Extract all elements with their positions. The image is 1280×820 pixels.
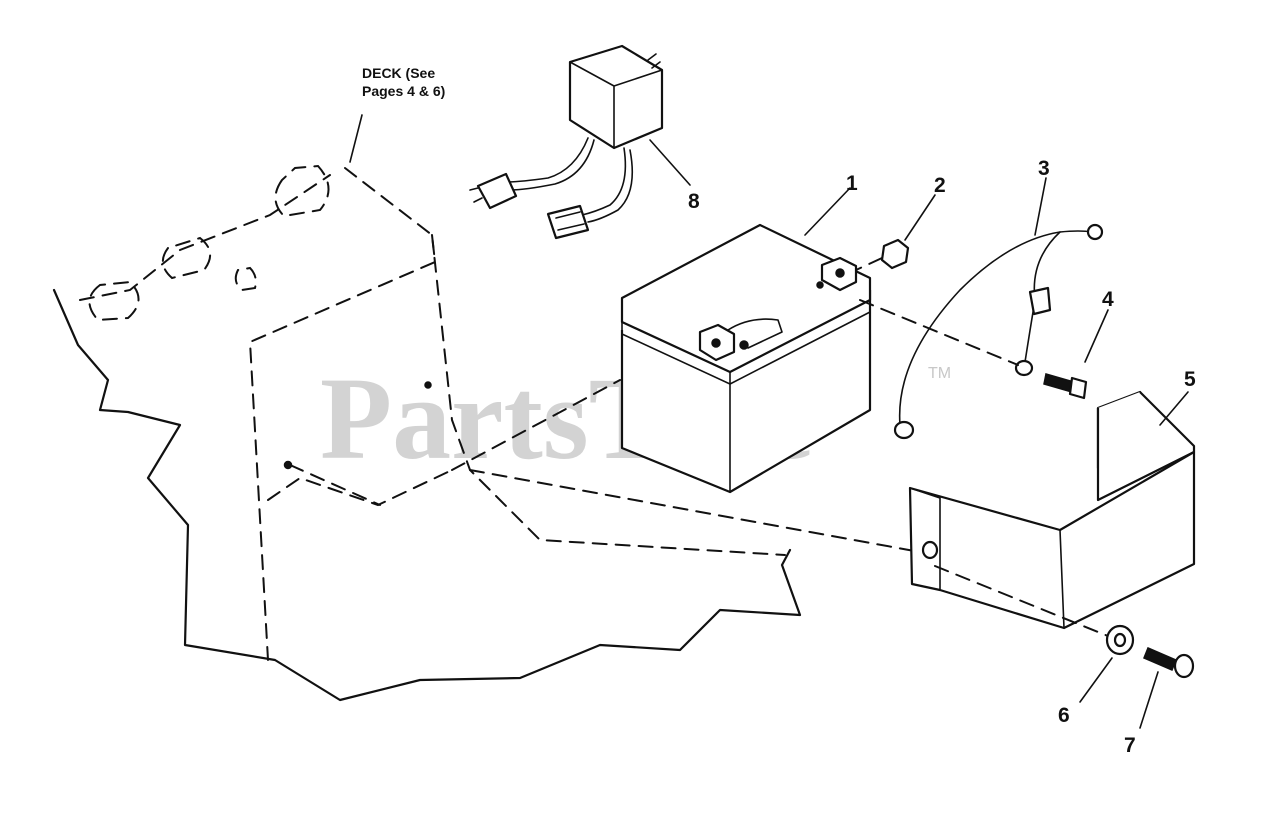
mount-line-b — [451, 379, 621, 471]
leader-3 — [1034, 177, 1047, 236]
bracket-floor — [908, 450, 1196, 630]
callout-5: 5 — [1184, 368, 1196, 391]
callout-6: 6 — [1058, 704, 1070, 727]
chassis-dashed-left — [248, 167, 437, 661]
part-6-washer — [1105, 624, 1135, 656]
deck-dashed-rail — [79, 174, 331, 301]
deck-lug-2 — [161, 236, 211, 280]
cable-ring-mid — [1014, 359, 1034, 377]
bolt-7-shank — [1143, 647, 1177, 671]
leader-2 — [904, 194, 936, 241]
leader-4 — [1084, 309, 1109, 363]
bracket-dashed-to-washer — [934, 565, 1109, 637]
bolt-7-head — [1173, 653, 1195, 679]
terminal-positive-hole — [835, 268, 845, 278]
bracket-edges — [909, 487, 1065, 629]
part-1-battery — [620, 223, 872, 494]
ac-plug — [476, 172, 518, 210]
callout-1: 1 — [846, 172, 858, 195]
deck-lug-3 — [274, 164, 330, 218]
callout-8: 8 — [688, 190, 700, 213]
deck-frame — [52, 164, 921, 702]
deck-label: DECK (See Pages 4 & 6) — [362, 65, 445, 99]
callout-7: 7 — [1124, 734, 1136, 757]
deck-outline — [52, 288, 802, 702]
part-2-clip — [855, 238, 910, 271]
dc-connector — [546, 204, 590, 240]
battery-lid-edge — [621, 311, 871, 385]
charger-cord-2b — [587, 149, 634, 223]
leader-1 — [804, 187, 851, 236]
part-5-bracket — [908, 390, 1196, 637]
part-3-cable — [859, 223, 1104, 440]
washer-inner — [1113, 632, 1127, 648]
mount-line-c — [469, 469, 921, 553]
callout-2: 2 — [934, 174, 946, 197]
charger-cord-1b — [509, 139, 595, 191]
clip-body — [880, 238, 910, 270]
deck-lug-1 — [88, 280, 140, 322]
battery-top-recess — [727, 318, 783, 349]
charger-edges — [569, 61, 663, 149]
deck-hole-2 — [424, 381, 432, 389]
mount-line-a — [289, 464, 381, 506]
ac-plug-pins — [469, 187, 483, 203]
deck-leader — [349, 114, 363, 163]
watermark-tm: TM — [928, 365, 951, 382]
clip-dashed-to-terminal — [855, 257, 883, 271]
callout-3: 3 — [1038, 157, 1050, 180]
cable-fuse — [1028, 286, 1052, 316]
part-4-bolt — [1043, 373, 1088, 400]
charger-cord-1 — [505, 137, 589, 183]
deck-label-line2: Pages 4 & 6) — [362, 83, 445, 99]
charger-prongs — [647, 53, 661, 69]
bracket-hole — [921, 540, 939, 560]
chassis-dashed-inner — [267, 469, 453, 507]
terminal-bolt-neg — [739, 340, 749, 350]
part-8-charger — [469, 44, 664, 240]
deck-boss — [234, 266, 257, 292]
cable-dashed-to-terminal — [859, 299, 1019, 366]
leader-8 — [649, 139, 691, 186]
bolt-4-head — [1068, 376, 1088, 400]
cable-ring-bottom — [893, 420, 915, 440]
terminal-bolt-pos — [816, 281, 824, 289]
cable-wire-main — [898, 230, 1093, 426]
terminal-negative-hole — [711, 338, 721, 348]
leader-6 — [1079, 657, 1113, 703]
charger-cord-2 — [581, 147, 627, 216]
leader-5 — [1159, 391, 1189, 426]
dc-connector-detail — [555, 211, 585, 231]
leader-7 — [1139, 671, 1159, 729]
cable-ring-top — [1086, 223, 1104, 241]
deck-label-line1: DECK (See — [362, 65, 435, 81]
part-7-bolt — [1143, 647, 1195, 679]
charger-body — [568, 44, 664, 150]
callout-4: 4 — [1102, 288, 1114, 311]
